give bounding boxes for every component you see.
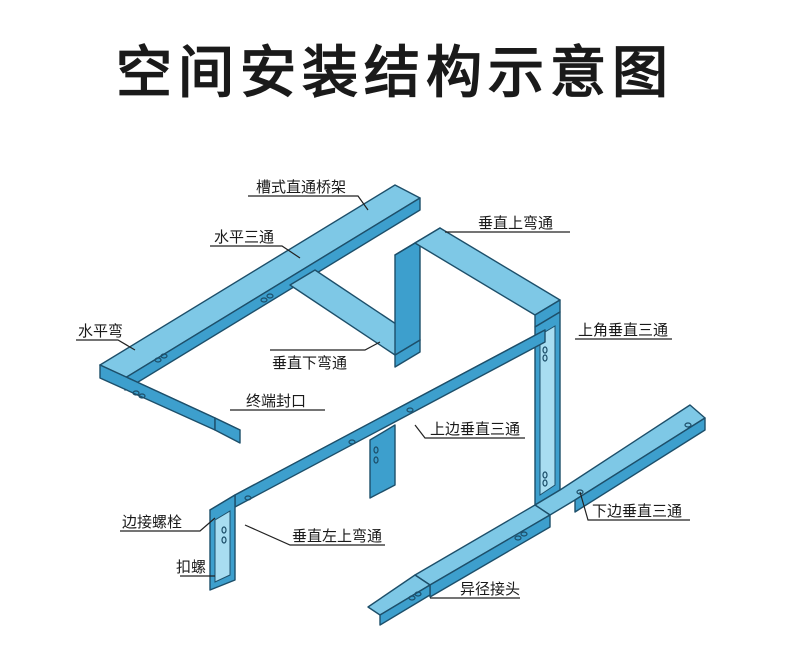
end-cap-face	[214, 417, 241, 444]
right-column-inner	[539, 325, 556, 496]
riser-front	[394, 239, 421, 356]
label-horizontal-tee: 水平三通	[214, 228, 274, 246]
left-riser-inner	[214, 510, 231, 583]
middle-bolts	[221, 407, 414, 544]
label-side-vertical-tee: 上边垂直三通	[430, 420, 520, 438]
page-title: 空间安装结构示意图	[116, 41, 674, 106]
leader-lines	[76, 195, 690, 599]
label-horizontal-bend: 水平弯	[78, 322, 123, 340]
label-end-cap: 终端封口	[246, 392, 306, 410]
label-bottom-vertical-tee: 下边垂直三通	[592, 502, 682, 520]
label-edge-bolt: 边接螺栓	[122, 513, 182, 531]
label-clip-bolt: 扣螺	[176, 558, 206, 576]
upper-tray-assembly	[99, 184, 421, 444]
straight-tray-top	[99, 184, 421, 379]
column-bolts	[542, 346, 548, 487]
vertical-rise-assembly	[394, 227, 561, 506]
horizontal-bend-side	[99, 364, 216, 431]
label-corner-vertical-tee: 上角垂直三通	[578, 321, 668, 339]
lower-tray-assembly	[367, 404, 706, 626]
lower-left-tray-top	[414, 504, 551, 586]
label-reducer: 异径接头	[460, 580, 520, 598]
label-vertical-up-bend: 垂直上弯通	[478, 214, 553, 232]
label-vertical-down-bend: 垂直下弯通	[272, 354, 347, 372]
lower-right-tray-side	[574, 417, 706, 513]
label-straight-tray: 槽式直通桥架	[256, 178, 346, 196]
bend-bolts	[132, 293, 274, 399]
drop-tee-front	[369, 424, 396, 499]
middle-tray-assembly	[209, 329, 546, 591]
reducer-side	[379, 584, 431, 626]
label-vertical-left-up-bend: 垂直左上弯通	[292, 527, 382, 545]
upper-horizontal-top	[414, 227, 561, 316]
